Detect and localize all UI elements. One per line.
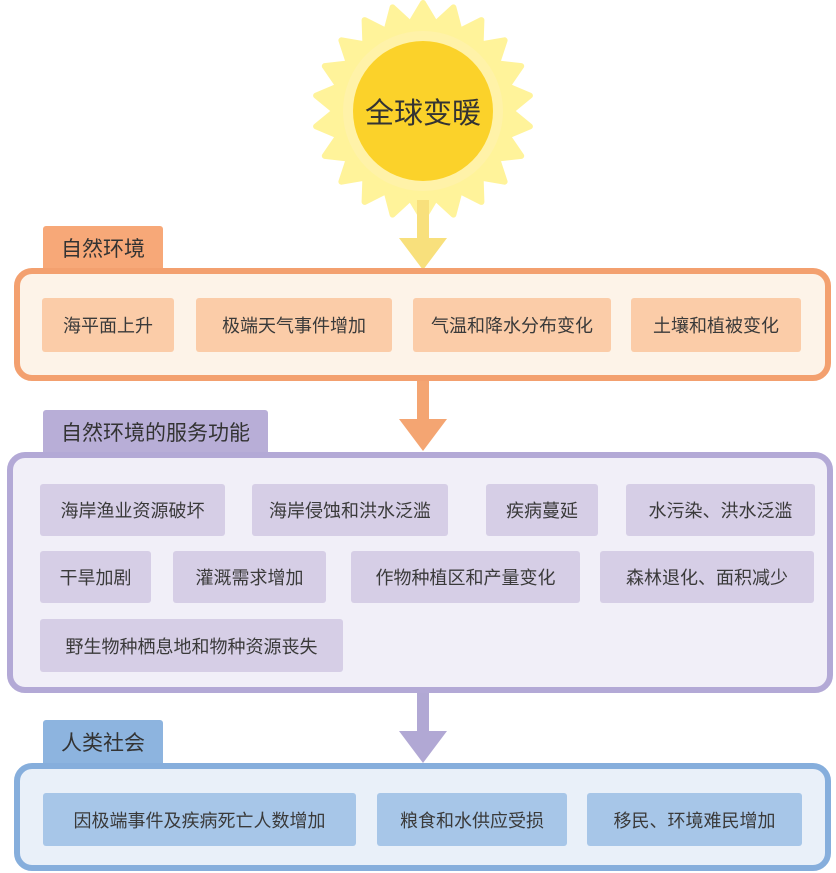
services-item: 森林退化、面积减少 xyxy=(600,551,814,603)
sun-icon: 全球变暖 xyxy=(312,0,534,222)
section-title-services: 自然环境的服务功能 xyxy=(43,410,268,454)
services-item: 海岸渔业资源破坏 xyxy=(40,484,225,536)
services-item: 野生物种栖息地和物种资源丧失 xyxy=(40,619,343,672)
arrow-sun-to-natural xyxy=(399,200,447,272)
arrow-services-to-human xyxy=(399,693,447,765)
services-item: 干旱加剧 xyxy=(40,551,151,603)
natural-item: 极端天气事件增加 xyxy=(196,298,392,352)
section-title-human: 人类社会 xyxy=(43,720,163,764)
services-item: 作物种植区和产量变化 xyxy=(351,551,580,603)
natural-item: 土壤和植被变化 xyxy=(631,298,801,352)
services-item: 疾病蔓延 xyxy=(486,484,598,536)
section-title-natural: 自然环境 xyxy=(43,226,163,270)
sun-rays-graphic xyxy=(313,0,533,222)
services-item: 海岸侵蚀和洪水泛滥 xyxy=(252,484,448,536)
human-item: 粮食和水供应受损 xyxy=(377,793,567,846)
services-item: 灌溉需求增加 xyxy=(173,551,326,603)
services-box: 海岸渔业资源破坏 海岸侵蚀和洪水泛滥 疾病蔓延 水污染、洪水泛滥 干旱加剧 灌溉… xyxy=(7,452,833,693)
sun-disc xyxy=(353,41,493,181)
natural-title: 自然环境 xyxy=(61,237,145,261)
natural-item: 气温和降水分布变化 xyxy=(413,298,611,352)
human-box: 因极端事件及疾病死亡人数增加 粮食和水供应受损 移民、环境难民增加 xyxy=(14,763,831,871)
natural-box: 海平面上升 极端天气事件增加 气温和降水分布变化 土壤和植被变化 xyxy=(14,268,831,381)
human-item: 移民、环境难民增加 xyxy=(587,793,802,846)
natural-item: 海平面上升 xyxy=(42,298,174,352)
services-item: 水污染、洪水泛滥 xyxy=(626,484,815,536)
human-title: 人类社会 xyxy=(61,731,145,755)
sun-label: 全球变暖 xyxy=(364,96,481,130)
services-title: 自然环境的服务功能 xyxy=(61,421,250,445)
arrow-natural-to-services xyxy=(399,381,447,453)
human-item: 因极端事件及疾病死亡人数增加 xyxy=(43,793,356,846)
